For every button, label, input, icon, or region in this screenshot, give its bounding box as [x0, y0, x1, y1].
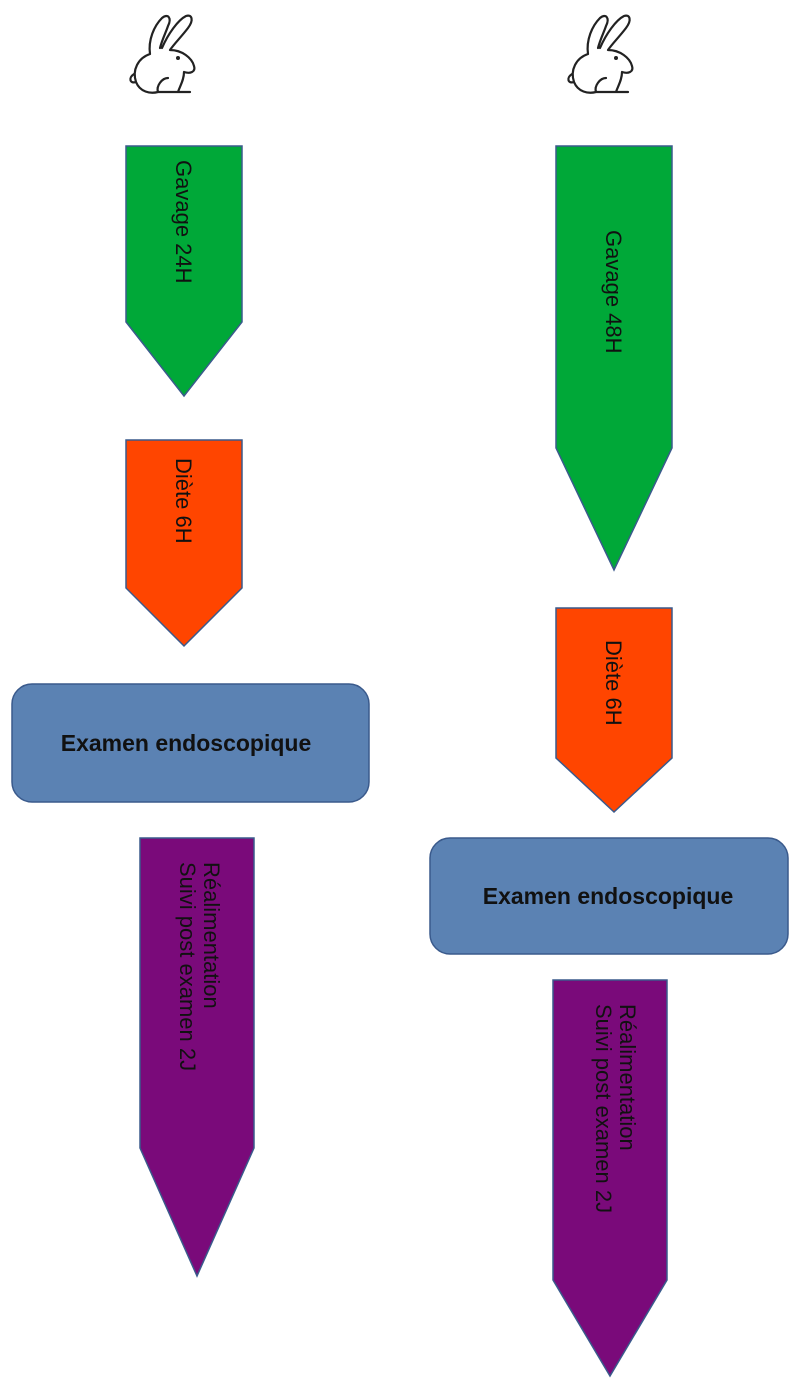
left-rabbit-icon	[129, 14, 196, 94]
left-examen-label: Examen endoscopique	[61, 730, 312, 756]
right-realim-line2: Suivi post examen 2J	[591, 1004, 616, 1213]
left-realim-line1: Réalimentation	[199, 862, 224, 1009]
right-rabbit-icon	[567, 14, 634, 94]
right-gavage-arrow: Gavage 48H	[555, 145, 673, 572]
left-realim-line2: Suivi post examen 2J	[175, 862, 200, 1071]
left-diete-arrow: Diète 6H	[125, 439, 243, 648]
right-realim-arrow: Réalimentation Suivi post examen 2J	[552, 979, 668, 1378]
right-examen-label: Examen endoscopique	[483, 883, 734, 909]
right-gavage-label: Gavage 48H	[601, 230, 626, 354]
right-realim-line1: Réalimentation	[615, 1004, 640, 1151]
right-diete-label: Diète 6H	[601, 640, 626, 726]
left-gavage-label: Gavage 24H	[171, 160, 196, 284]
left-realim-arrow: Réalimentation Suivi post examen 2J	[139, 837, 255, 1278]
left-diete-label: Diète 6H	[171, 458, 196, 544]
left-gavage-arrow: Gavage 24H	[125, 145, 243, 398]
left-examen-box: Examen endoscopique	[11, 683, 370, 803]
right-examen-box: Examen endoscopique	[429, 837, 789, 955]
right-diete-arrow: Diète 6H	[555, 607, 673, 814]
